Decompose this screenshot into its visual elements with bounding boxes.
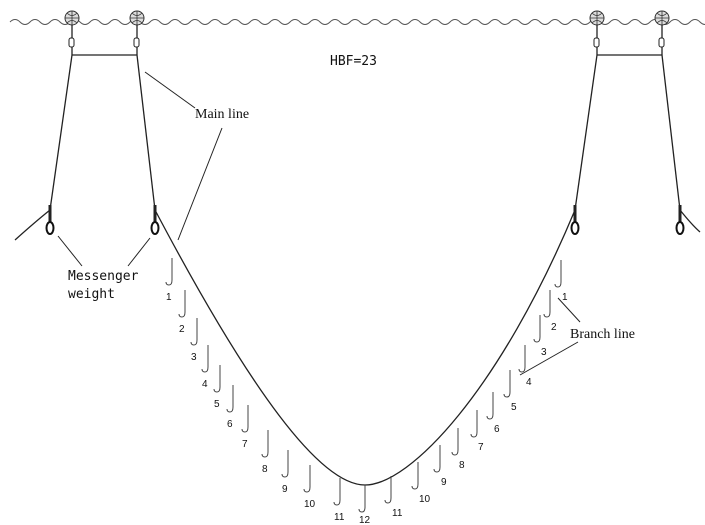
buoy-icon xyxy=(654,10,670,26)
hbf-label: HBF=23 xyxy=(330,54,377,69)
hook-icon xyxy=(213,365,221,393)
hook-icon xyxy=(281,450,289,478)
hook-number: 10 xyxy=(304,499,316,510)
hook-number: 1 xyxy=(166,292,172,303)
hook-icon xyxy=(226,385,234,413)
hook-number: 2 xyxy=(179,324,185,335)
hook-number: 10 xyxy=(419,494,431,505)
messenger-label-line1: Messenger xyxy=(68,269,139,284)
buoy-icon xyxy=(64,10,80,26)
hook-icon xyxy=(241,405,249,433)
branch-line-label: Branch line xyxy=(570,327,635,342)
hook-icon xyxy=(518,345,526,373)
hook-number: 12 xyxy=(359,515,371,525)
swivels xyxy=(68,37,665,48)
hook-number: 3 xyxy=(191,352,197,363)
hook-icon xyxy=(470,410,478,438)
hook-number: 2 xyxy=(551,322,557,333)
hook-icon xyxy=(358,485,366,513)
messenger-weight-icon xyxy=(675,205,685,235)
hook-icon xyxy=(533,315,541,343)
hook-icon xyxy=(178,290,186,318)
hook-number: 8 xyxy=(262,464,268,475)
hook-number: 6 xyxy=(227,419,233,430)
hook-icon xyxy=(451,428,459,456)
hook-icon xyxy=(543,290,551,318)
hook-number: 4 xyxy=(202,379,208,390)
hook-icon xyxy=(433,445,441,473)
hook-number: 9 xyxy=(282,484,288,495)
hook-icon xyxy=(190,318,198,346)
main-line-outer-left xyxy=(14,209,51,241)
hook-number: 8 xyxy=(459,460,465,471)
messenger-weight-icon xyxy=(150,205,160,235)
hook-icon xyxy=(201,345,209,373)
hook-icon xyxy=(384,476,392,504)
messenger-weight-icon xyxy=(45,205,55,235)
hook-icon xyxy=(554,260,562,288)
hook-number: 1 xyxy=(562,292,568,303)
hook-number: 5 xyxy=(214,399,220,410)
branch-lines xyxy=(165,258,562,513)
hook-icon xyxy=(333,478,341,506)
hook-icon xyxy=(303,465,311,493)
hook-icon xyxy=(503,370,511,398)
hook-number: 7 xyxy=(478,442,484,453)
hook-number: 6 xyxy=(494,424,500,435)
main-line-label: Main line xyxy=(195,107,249,122)
messenger-label-line2: weight xyxy=(68,287,115,302)
hook-number: 11 xyxy=(334,512,345,523)
hook-number: 11 xyxy=(392,508,403,519)
buoy-lines xyxy=(49,25,681,211)
leader-lines xyxy=(57,71,581,376)
hook-icon xyxy=(261,430,269,458)
hook-number: 4 xyxy=(526,377,532,388)
main-line-outer-right xyxy=(679,209,701,233)
hook-icon xyxy=(165,258,173,286)
buoy-icon xyxy=(589,10,605,26)
main-line-curve xyxy=(154,209,576,486)
buoy-icon xyxy=(129,10,145,26)
hook-icon xyxy=(486,392,494,420)
hook-number: 7 xyxy=(242,439,248,450)
hook-number: 5 xyxy=(511,402,517,413)
hook-icon xyxy=(411,462,419,490)
messenger-weight-icon xyxy=(570,205,580,235)
hook-number: 9 xyxy=(441,477,447,488)
hook-number: 3 xyxy=(541,347,547,358)
